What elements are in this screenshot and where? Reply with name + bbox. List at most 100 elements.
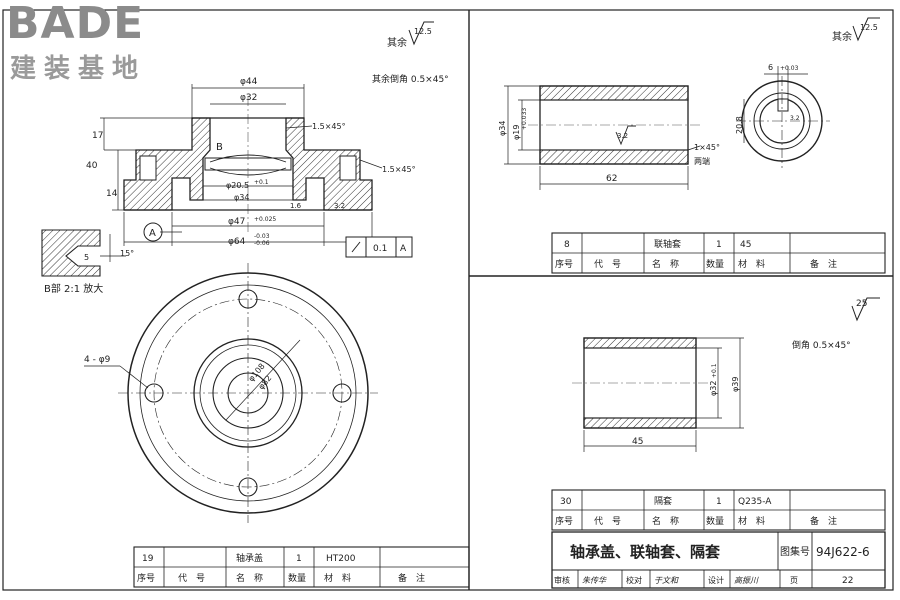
- left-row-name: 轴承盖: [236, 552, 263, 564]
- rt-row-name: 联轴套: [654, 238, 681, 250]
- rm-head-material: 材 料: [738, 515, 765, 527]
- coupling-sleeve-end-view: [736, 66, 830, 168]
- title-block-title: 轴承盖、联轴套、隔套: [570, 543, 721, 561]
- section-dimensions: [100, 84, 400, 252]
- runout-tolerance-frame: 0.1 A: [345, 236, 413, 258]
- rm-row-material: Q235-A: [738, 497, 772, 507]
- datum-a-label: A: [149, 228, 156, 239]
- rt-row-material: 45: [740, 240, 751, 250]
- right-top-roughness-value: 12.5: [860, 23, 878, 32]
- left-head-qty: 数量: [288, 572, 306, 584]
- rm-head-qty: 数量: [706, 515, 724, 527]
- right-mid-roughness-symbol: 25: [851, 297, 880, 322]
- logo-sub-text: 建装基地: [10, 54, 147, 84]
- holes-callout: 4 - φ9: [84, 355, 111, 365]
- coupling-sleeve-section-view: [504, 85, 701, 190]
- tb-design-label: 设计: [708, 575, 724, 585]
- rm-head-no: 序号: [555, 515, 573, 527]
- rt-head-qty: 数量: [706, 258, 724, 270]
- rm-row-name: 隔套: [654, 495, 672, 507]
- keyway-depth-20-8: 20.8: [735, 116, 744, 134]
- title-block-atlas-label: 图集号: [780, 545, 810, 558]
- rt-row-no: 8: [564, 240, 570, 250]
- keyway-width-tol: +0.03: [780, 65, 799, 72]
- detail-dim-15deg: 15°: [120, 249, 134, 258]
- rt-head-material: 材 料: [738, 258, 765, 270]
- roughness-1-6: 1.6: [290, 202, 302, 210]
- detail-b-view: 5 15° B部 2:1 放大: [41, 229, 134, 295]
- tb-page-label: 页: [790, 576, 798, 585]
- right-mid-parts-table: [551, 489, 886, 531]
- logo-brand-text: BADE: [6, 0, 145, 49]
- sleeve-both-ends: 两端: [694, 156, 710, 166]
- rm-row-no: 30: [560, 497, 572, 507]
- dim-d64: φ64: [228, 237, 246, 247]
- right-mid-roughness-value: 25: [856, 299, 867, 309]
- detail-b-caption: B部 2:1 放大: [44, 282, 103, 295]
- dim-d205: φ20.5: [226, 181, 249, 190]
- spacer-dim-d32: φ32: [709, 381, 718, 396]
- spacer-dim-d32-tol: +0.1: [711, 363, 718, 378]
- dim-chamfer-flange: 1.5×45°: [382, 165, 416, 174]
- sleeve-dim-d34: φ34: [498, 121, 507, 136]
- dim-chamfer-top: 1.5×45°: [312, 122, 346, 131]
- left-roughness-value: 12.5: [414, 27, 432, 36]
- left-row-material: HT200: [326, 554, 356, 564]
- right-top-roughness-symbol: 其余 12.5: [832, 17, 880, 43]
- dim-d44: φ44: [240, 77, 258, 87]
- tolerance-value: 0.1: [373, 244, 387, 254]
- title-block-atlas-no: 94J622-6: [816, 545, 870, 559]
- right-top-parts-table: [551, 232, 886, 274]
- dim-d64-tol-upper: -0.03: [254, 233, 270, 240]
- left-head-no: 序号: [137, 572, 155, 584]
- tb-review-signature: 朱传华: [582, 576, 607, 585]
- sleeve-chamfer: 1×45°: [694, 143, 720, 152]
- left-row-qty: 1: [296, 554, 302, 564]
- dim-d47: φ47: [228, 217, 245, 227]
- tb-check-label: 校对: [626, 575, 642, 585]
- keyway-width-6: 6: [768, 63, 773, 72]
- left-head-code: 代 号: [178, 573, 205, 584]
- spacer-dim-d39: φ39: [731, 377, 740, 392]
- left-row-no: 19: [142, 554, 154, 564]
- title-block: [551, 531, 886, 589]
- rm-head-note: 备 注: [810, 515, 837, 527]
- left-head-material: 材 料: [324, 572, 351, 584]
- sleeve-dim-d19: φ19: [512, 125, 521, 140]
- keyway-roughness: 3.2: [790, 115, 800, 122]
- sheet-border: [2, 9, 894, 591]
- sleeve-len-62: 62: [606, 174, 617, 184]
- rt-head-name: 名 称: [652, 258, 679, 270]
- sleeve-dim-d19-tol: +0.033: [521, 108, 528, 130]
- spacer-chamfer-note: 倒角 0.5×45°: [792, 339, 851, 351]
- tb-page-number: 22: [842, 576, 853, 586]
- datum-a-symbol: A: [143, 222, 163, 242]
- sleeve-roughness-3-2: 3.2: [617, 132, 628, 140]
- rt-head-code: 代 号: [594, 259, 621, 270]
- left-head-name: 名 称: [236, 572, 263, 584]
- dim-d32: φ32: [240, 93, 257, 103]
- left-chamfer-note: 其余倒角 0.5×45°: [372, 73, 449, 85]
- dim-d205-tol: +0.1: [254, 179, 269, 186]
- left-roughness-other-label: 其余: [387, 36, 407, 49]
- tb-review-label: 审核: [554, 575, 570, 585]
- rt-row-qty: 1: [716, 240, 722, 250]
- left-head-note: 备 注: [398, 572, 425, 584]
- dim-d64-tol-lower: -0.06: [254, 240, 270, 247]
- detail-dim-5: 5: [84, 253, 89, 262]
- tb-design-signature: 高振川: [734, 576, 759, 585]
- dim-h17: 17: [92, 131, 103, 141]
- left-roughness-symbol: 其余 12.5: [387, 21, 434, 49]
- bearing-cover-section-view: [123, 96, 373, 232]
- bade-logo: BADE 建装基地: [6, 0, 166, 84]
- spacer-sleeve-section-view: [572, 337, 744, 452]
- dim-d34: φ34: [234, 193, 249, 202]
- rm-head-name: 名 称: [652, 515, 679, 527]
- tb-check-signature: 于文和: [654, 576, 679, 585]
- rm-head-code: 代 号: [594, 516, 621, 527]
- left-parts-table: [133, 546, 470, 588]
- rt-head-no: 序号: [555, 258, 573, 270]
- rm-row-qty: 1: [716, 497, 722, 507]
- right-top-roughness-other-label: 其余: [832, 30, 852, 43]
